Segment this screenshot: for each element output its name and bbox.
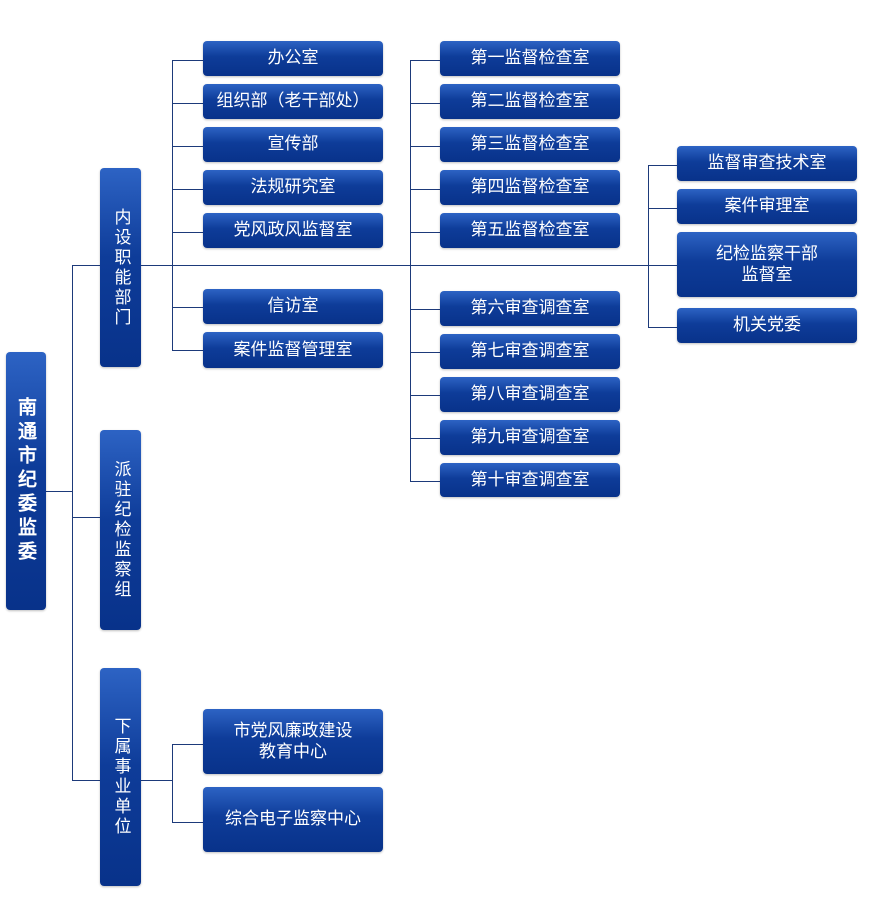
connector-col1-row: [172, 146, 203, 147]
connector-col1-row: [172, 189, 203, 190]
dept-case-supervision-management: 案件监督管理室: [203, 332, 383, 368]
connector-col2-row: [410, 60, 440, 61]
dept-publicity: 宣传部: [203, 127, 383, 162]
dept-supervision-inspection-2: 第二监督检查室: [440, 84, 620, 119]
category-affiliated-units: 下属事业单位: [100, 668, 141, 886]
connector-main-horizontal: [141, 265, 648, 266]
dept-case-trial: 案件审理室: [677, 189, 857, 224]
dept-review-investigation-8: 第八审查调查室: [440, 377, 620, 412]
connector-col2-spine: [410, 60, 411, 481]
dept-supervision-review-technology: 监督审查技术室: [677, 146, 857, 181]
connector-col1-row: [172, 103, 203, 104]
dept-review-investigation-10: 第十审查调查室: [440, 463, 620, 497]
connector-affiliated-out: [141, 780, 172, 781]
dept-supervision-inspection-5: 第五监督检查室: [440, 213, 620, 248]
connector-col2-row: [410, 189, 440, 190]
dept-petitions: 信访室: [203, 289, 383, 324]
connector-col3-row: [648, 327, 677, 328]
dept-supervision-inspection-3: 第三监督检查室: [440, 127, 620, 162]
dept-review-investigation-7: 第七审查调查室: [440, 334, 620, 369]
connector-col1-row: [172, 60, 203, 61]
dept-organization: 组织部（老干部处）: [203, 84, 383, 119]
connector-internal: [72, 265, 100, 266]
connector-affiliated-row: [172, 822, 203, 823]
connector-col2-row: [410, 232, 440, 233]
dept-supervision-inspection-1: 第一监督检查室: [440, 41, 620, 76]
dept-review-investigation-6: 第六审查调查室: [440, 291, 620, 326]
dept-organ-party-committee: 机关党委: [677, 308, 857, 343]
connector-col1-row: [172, 350, 203, 351]
connector-affiliated-spine: [172, 744, 173, 822]
connector-col1-row: [172, 232, 203, 233]
connector-col2-row: [410, 103, 440, 104]
dept-cadre-supervision: 纪检监察干部 监督室: [677, 232, 857, 297]
connector-dispatched: [72, 517, 100, 518]
root-node: 南通市纪委监委: [6, 352, 46, 610]
category-internal-departments: 内设职能部门: [100, 168, 141, 367]
connector-affiliated-row: [172, 744, 203, 745]
connector-col1-spine: [172, 60, 173, 350]
dept-general-office: 办公室: [203, 41, 383, 76]
category-dispatched-groups: 派驻纪检监察组: [100, 430, 141, 630]
connector-col1-row: [172, 307, 203, 308]
connector-affiliated: [72, 780, 100, 781]
connector-col2-row: [410, 309, 440, 310]
dept-regulations-research: 法规研究室: [203, 170, 383, 205]
connector-col3-row: [648, 165, 677, 166]
connector-col2-row: [410, 438, 440, 439]
connector-root-spine: [72, 265, 73, 780]
connector-root: [46, 491, 72, 492]
connector-col3-row: [648, 208, 677, 209]
dept-review-investigation-9: 第九审查调查室: [440, 420, 620, 455]
connector-col2-row: [410, 481, 440, 482]
connector-col3-spine: [648, 165, 649, 327]
connector-col2-row: [410, 352, 440, 353]
dept-party-conduct-supervision: 党风政风监督室: [203, 213, 383, 248]
unit-integrity-education-center: 市党风廉政建设 教育中心: [203, 709, 383, 774]
unit-electronic-supervision-center: 综合电子监察中心: [203, 787, 383, 852]
dept-supervision-inspection-4: 第四监督检查室: [440, 170, 620, 205]
connector-col2-row: [410, 395, 440, 396]
connector-col3-row: [648, 265, 677, 266]
connector-col2-row: [410, 146, 440, 147]
